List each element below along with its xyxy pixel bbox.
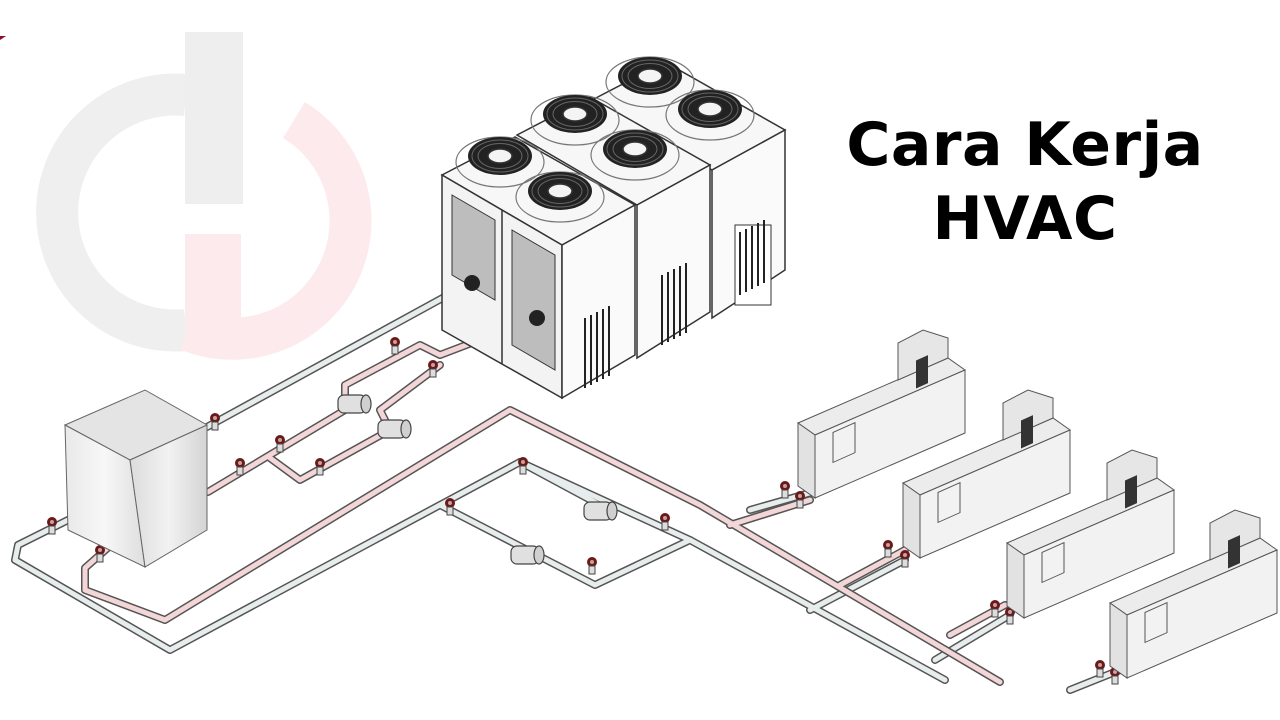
- chiller-unit-1-icon: [440, 136, 637, 400]
- return-pipes: [11, 279, 1124, 694]
- expansion-tank-icon: [63, 389, 209, 568]
- air-handling-units: [796, 329, 1279, 679]
- title-line-2: HVAC: [932, 184, 1118, 254]
- chiller-unit-3-icon: [590, 56, 787, 320]
- title-line-1: Cara Kerja: [846, 110, 1204, 180]
- chiller-unit-2-icon: [515, 94, 712, 360]
- corner-mark: [0, 36, 6, 40]
- ahu-unit-2-icon: [901, 389, 1072, 559]
- ahu-unit-4-icon: [1108, 509, 1279, 679]
- ahu-unit-1-icon: [796, 329, 967, 499]
- page-title: Cara Kerja HVAC: [830, 108, 1220, 256]
- ahu-unit-3-icon: [1005, 449, 1176, 619]
- chiller-units: [440, 56, 787, 400]
- power-logo-watermark-icon: [36, 32, 372, 360]
